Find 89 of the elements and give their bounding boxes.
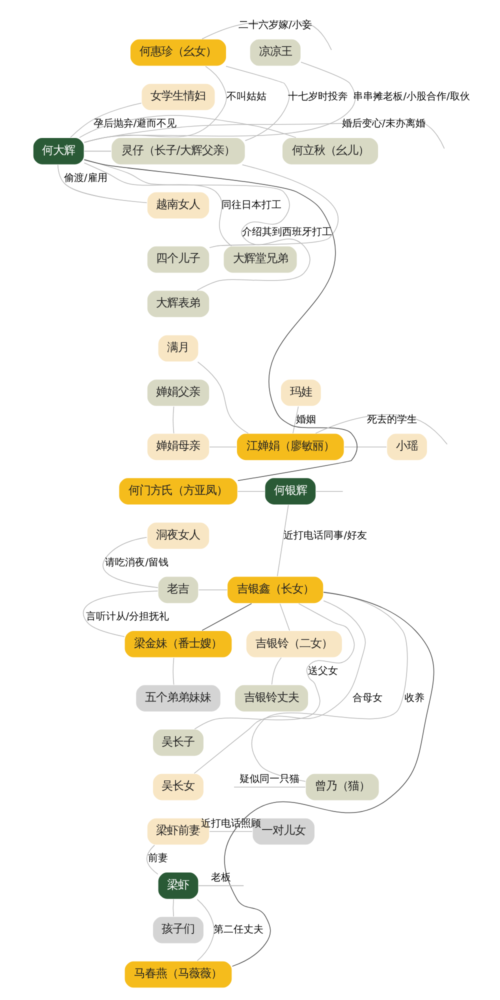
node-box: 五个弟弟妹妹 (134, 684, 221, 712)
connector (208, 446, 236, 448)
connector (279, 603, 290, 631)
edge-label: 第二任丈夫 (212, 924, 263, 936)
edge-label: 孕后抛弃/避而不见 (92, 118, 176, 130)
node-box: 大辉堂兄弟 (222, 246, 298, 274)
connector (225, 66, 290, 142)
edge-label: 同往日本打工 (221, 200, 282, 211)
edge-label: 串串摊老板/小股合作/取伙 (352, 92, 470, 103)
connector (83, 159, 358, 482)
edge-label: 言听计从/分担抚礼 (85, 612, 169, 623)
node-box: 吉银鑫（长女） (226, 576, 324, 604)
node-box: 曾乃（猫） (304, 773, 380, 802)
edge-label: 婚后变心/未办离婚 (342, 118, 425, 130)
node-box: 何银辉 (264, 477, 316, 506)
node-box: 老吉 (157, 576, 198, 604)
node-box: 满月 (157, 334, 198, 362)
node-box: 吉银铃丈夫 (234, 684, 308, 712)
connector (208, 164, 338, 248)
connector (208, 831, 252, 832)
connector (83, 62, 356, 143)
node-box: 洞夜女人 (146, 522, 210, 550)
node-box: 凉凉王 (248, 38, 301, 67)
connector (83, 119, 444, 149)
connector (172, 658, 174, 686)
connector (84, 66, 226, 143)
node-box: 越南女人 (146, 191, 210, 220)
connector (233, 786, 306, 788)
connector (146, 844, 158, 875)
connector (236, 490, 265, 492)
edge-label: 婚姻 (296, 414, 316, 426)
edge-label: 疑似同一只猫 (239, 774, 300, 786)
edge-label: 近打电话同事/好友 (283, 530, 367, 542)
connector (172, 406, 174, 434)
connector (315, 490, 343, 492)
node-box: 女学生情妇 (140, 83, 215, 111)
connector (78, 114, 296, 138)
node-box: 何门方氏（方亚凤） (118, 477, 238, 506)
edge-label: 不叫姑姑 (226, 92, 266, 103)
connector (314, 414, 448, 445)
node-box: 马春燕（马薇薇） (124, 960, 232, 988)
connector (196, 899, 214, 962)
connector (276, 504, 288, 577)
edge-label: 二十六岁嫁/小妾 (238, 20, 312, 32)
connector (198, 885, 244, 886)
connector (344, 446, 386, 448)
node-box: 灵仔（长子/大辉父亲） (110, 137, 246, 166)
connector (250, 592, 408, 782)
node-box: 吴长女 (152, 773, 204, 802)
connector (172, 898, 174, 917)
connector (201, 603, 252, 631)
node-box: 四个儿子 (146, 246, 210, 274)
connector (84, 158, 310, 291)
connector (56, 164, 147, 204)
node-box: 孩子们 (152, 916, 204, 944)
node-box: 大辉表弟 (146, 290, 210, 318)
edge-label: 收养 (404, 692, 424, 704)
node-box: 吴长子 (152, 728, 204, 757)
edge-label: 前妻 (147, 853, 168, 864)
node-box: 何惠珍（幺女） (129, 38, 226, 67)
connector (270, 657, 282, 685)
node-box: 梁虾 (157, 872, 198, 900)
node-box: 何大辉 (32, 137, 84, 166)
edge-label: 十七岁时投奔 (287, 92, 348, 103)
node-box: 小瑶 (386, 433, 428, 461)
edge-label: 介绍其到西班牙打工 (242, 227, 332, 238)
node-box: 玛娃 (280, 378, 322, 407)
node-box: 婵娟母亲 (146, 433, 210, 461)
connector (201, 20, 332, 50)
edge-label: 请吃消夜/留钱 (104, 557, 168, 568)
node-box: 梁金妹（番士嫂） (124, 630, 232, 658)
node-box: 江婵娟（廖敏丽） (236, 433, 344, 461)
connector (224, 592, 434, 967)
connector (196, 362, 248, 434)
connector (83, 162, 232, 246)
edge-label: 偷渡/雇用 (64, 172, 107, 184)
edge-label: 送父女 (308, 666, 338, 677)
connector (193, 600, 366, 774)
connector (70, 102, 142, 138)
node-box: 吉银铃（二女） (245, 630, 342, 658)
node-box: 何立秋（幺儿） (281, 137, 378, 166)
node-box: 婵娟父亲 (146, 378, 210, 407)
connector (292, 406, 298, 434)
edge-label: 死去的学生 (366, 414, 416, 426)
connector (194, 603, 354, 730)
connector (83, 150, 111, 152)
connector (82, 590, 158, 638)
edge-label: 合母女 (352, 692, 382, 704)
connector (102, 537, 158, 588)
